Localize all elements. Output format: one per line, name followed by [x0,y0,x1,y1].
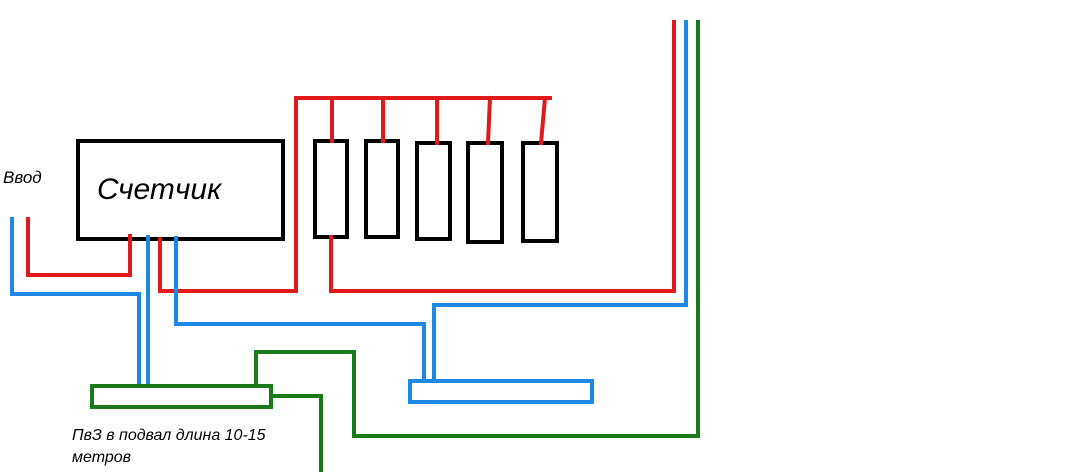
phase-meter-to-bus [158,96,298,293]
meter-box [76,139,285,241]
meter-label: Счетчик [97,173,222,206]
breaker-group [313,139,559,244]
breaker-5 [521,141,559,243]
phase-input-wire [26,217,132,277]
phase-drop-4 [485,95,493,146]
neutral-input-wire [10,217,141,388]
ground-link-up [254,20,700,438]
breaker-3 [415,141,452,241]
breaker-2 [364,139,400,239]
phase-output-wire [329,20,676,293]
ground-note-line2: метров [72,449,131,466]
neutral-meter-to-bus [174,236,426,383]
breaker-1 [313,139,349,239]
neutral-output-wire [432,20,688,383]
phase-drop-5 [538,95,548,146]
ground-basement-wire [269,394,323,472]
breaker-4 [466,141,504,244]
ground-note-line1: ПвЗ в подвал длина 10-15 [72,427,266,444]
neutral-bar [408,379,594,404]
input-label: Ввод [3,168,42,187]
ground-note: ПвЗ в подвал длина 10-15 метров [72,425,266,469]
ground-bar [90,384,273,409]
